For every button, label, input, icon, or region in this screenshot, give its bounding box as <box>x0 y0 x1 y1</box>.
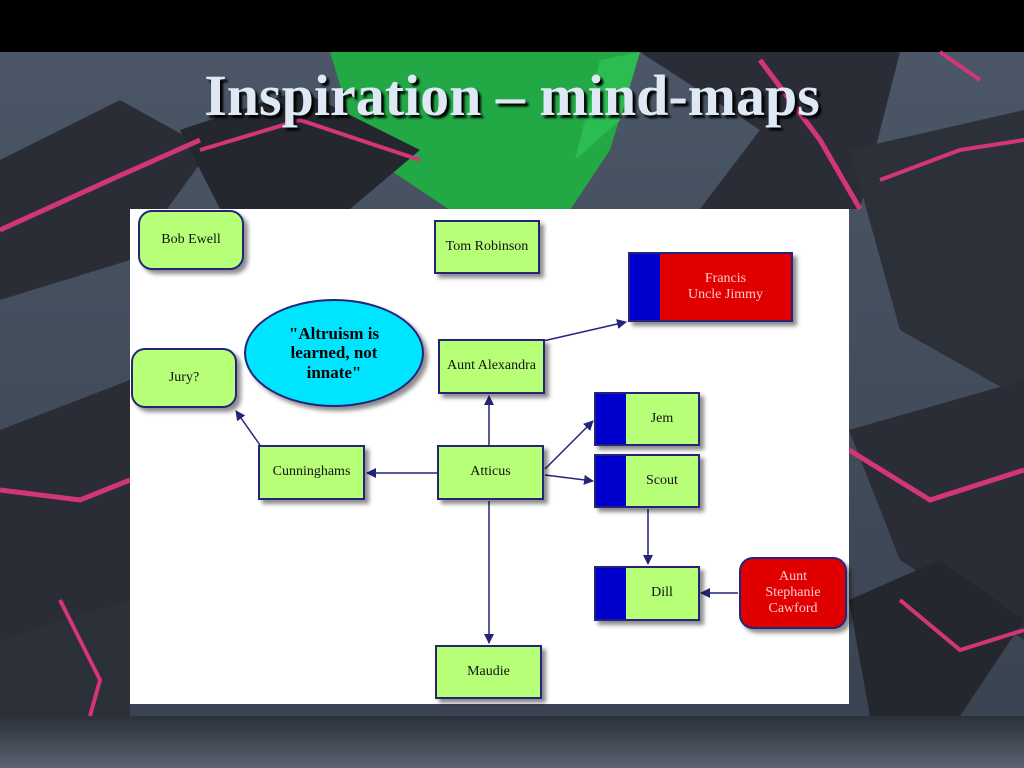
node-jury-label: Jury? <box>168 369 200 385</box>
node-jem-stripe <box>596 394 626 444</box>
node-atticus[interactable]: Atticus <box>437 445 544 500</box>
node-cunninghams[interactable]: Cunninghams <box>258 445 365 500</box>
node-maudie[interactable]: Maudie <box>435 645 542 699</box>
node-atticus-label: Atticus <box>470 464 511 480</box>
node-francis-label: Francis Uncle Jimmy <box>687 270 764 302</box>
node-dill[interactable]: Dill <box>594 566 700 621</box>
node-tom-robinson[interactable]: Tom Robinson <box>434 220 540 274</box>
arrow-cunninghams-to-jury <box>235 410 261 446</box>
node-francis-stripe <box>630 254 660 320</box>
node-scout[interactable]: Scout <box>594 454 700 508</box>
node-altruism-quote[interactable]: "Altruism is learned, not innate" <box>244 299 424 407</box>
node-bob-ewell[interactable]: Bob Ewell <box>138 210 244 270</box>
node-aunt-stephanie-label: Aunt Stephanie Cawford <box>765 568 821 617</box>
node-aunt-stephanie[interactable]: Aunt Stephanie Cawford <box>739 557 847 629</box>
slide-title: Inspiration – mind-maps <box>204 63 820 128</box>
arrow-atticus-to-scout <box>544 474 594 485</box>
node-cunninghams-label: Cunninghams <box>272 464 351 480</box>
node-francis-uncle-jimmy[interactable]: Francis Uncle Jimmy <box>628 252 793 322</box>
node-scout-stripe <box>596 456 626 506</box>
node-bob-ewell-label: Bob Ewell <box>161 231 221 247</box>
diagram-arrows <box>235 319 738 644</box>
node-jem[interactable]: Jem <box>594 392 700 446</box>
node-jem-label: Jem <box>650 410 674 426</box>
node-aunt-alexandra[interactable]: Aunt Alexandra <box>438 339 545 394</box>
node-maudie-label: Maudie <box>467 663 510 679</box>
node-altruism-label: "Altruism is learned, not innate" <box>288 323 380 382</box>
node-scout-label: Scout <box>646 472 678 488</box>
node-dill-stripe <box>596 568 626 619</box>
node-tom-robinson-label: Tom Robinson <box>445 238 529 254</box>
node-dill-label: Dill <box>651 585 673 601</box>
arrow-aunt-alexandra-to-francis <box>542 319 627 342</box>
node-jury[interactable]: Jury? <box>131 348 237 408</box>
arrow-atticus-to-jem <box>544 420 594 470</box>
node-aunt-alexandra-label: Aunt Alexandra <box>446 358 537 374</box>
mind-map-diagram: Bob Ewell Tom Robinson Francis Uncle Jim… <box>130 209 849 704</box>
